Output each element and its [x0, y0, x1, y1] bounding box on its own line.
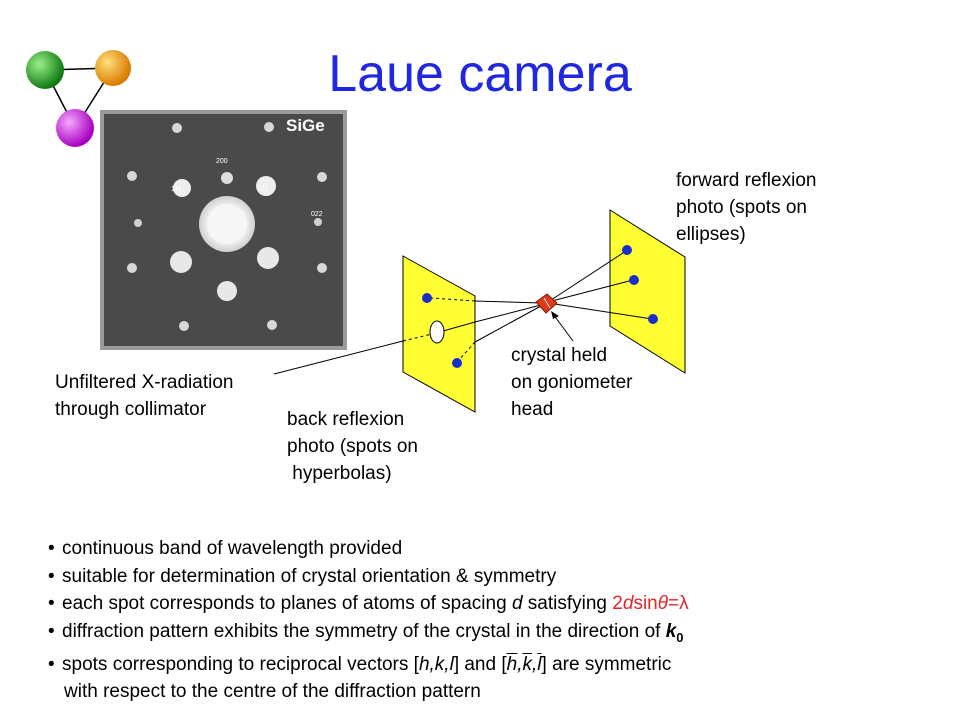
- molecule-logo: [26, 50, 131, 147]
- forward-spot: [622, 245, 632, 255]
- back-reflexion-label: back reflexion photo (spots on hyperbola…: [287, 409, 418, 484]
- slide-title: Laue camera: [328, 45, 632, 103]
- crystal-label: crystal held on goniometer head: [511, 345, 633, 420]
- forward-spot: [629, 275, 639, 285]
- bullet-item: •each spot corresponds to planes of atom…: [48, 593, 689, 614]
- laue-photograph: 200 111 111 022: [100, 110, 347, 350]
- bullet-item: •spots corresponding to reciprocal vecto…: [48, 653, 672, 675]
- xray-label: Unfiltered X-radiation through collimato…: [55, 372, 234, 420]
- photo-spot-label: 111: [171, 186, 182, 193]
- bullet-list: •continuous band of wavelength provided …: [48, 535, 689, 706]
- photo-spot-label: 111: [258, 185, 269, 192]
- bullet-item: •continuous band of wavelength provided: [48, 538, 403, 559]
- back-spot: [422, 293, 432, 303]
- bullet-item: •diffraction pattern exhibits the symmet…: [48, 620, 684, 645]
- bullet-continuation: with respect to the centre of the diffra…: [64, 681, 481, 703]
- green-sphere-icon: [26, 51, 64, 89]
- forward-spot: [648, 314, 658, 324]
- orange-sphere-icon: [95, 50, 131, 86]
- photo-spot-label: 200: [216, 158, 228, 165]
- crystal: [535, 293, 558, 314]
- magenta-sphere-icon: [56, 109, 94, 147]
- forward-reflexion-label: forward reflexion photo (spots on ellips…: [676, 170, 817, 245]
- bragg-formula: 2dsinθ=λ: [612, 593, 689, 614]
- bullet-item: •suitable for determination of crystal o…: [48, 565, 557, 587]
- collimator-hole: [429, 320, 445, 344]
- photo-tag: SiGe: [286, 116, 325, 135]
- photo-spot-label: 022: [311, 211, 323, 218]
- back-spot: [452, 358, 462, 368]
- incident-beam: [273, 340, 404, 375]
